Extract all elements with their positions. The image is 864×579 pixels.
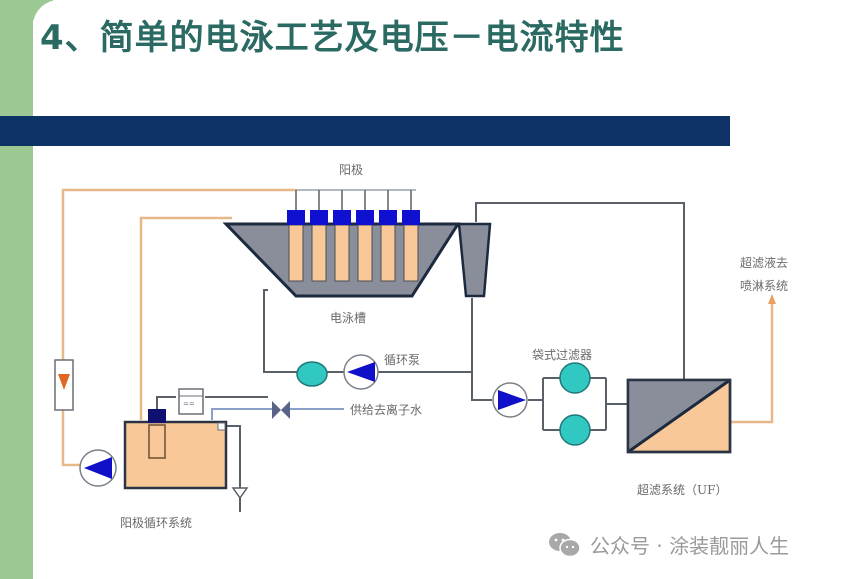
anode <box>287 210 305 282</box>
conductivity-probe-icon <box>148 409 166 459</box>
anode <box>402 210 420 282</box>
controller-box-icon: == <box>178 388 204 415</box>
label-di-water-supply: 供给去离子水 <box>350 402 422 417</box>
paint-circulation-pipes <box>156 202 685 512</box>
anolyte-tank-overflow-corner <box>217 422 226 431</box>
di-water-valve-icon <box>272 401 290 419</box>
label-circulation-pump: 循环泵 <box>384 353 420 367</box>
slide-title: 4、简单的电泳工艺及电压－电流特性 <box>40 18 625 58</box>
heat-exchanger-icon <box>296 361 328 387</box>
label-uf-permeate-line2: 喷淋系统 <box>740 279 788 293</box>
anode-circulation-pipes <box>61 188 774 467</box>
svg-text:==: == <box>183 400 195 408</box>
anode <box>356 210 374 282</box>
watermark: 公众号 · 涂装靓丽人生 <box>548 530 789 559</box>
overflow-weir <box>457 222 492 298</box>
decorative-sidebar-strip <box>0 0 33 579</box>
label-anode: 阳极 <box>339 163 363 177</box>
uf-permeate-arrow-icon <box>768 294 776 304</box>
drain-funnel-icon <box>231 487 249 500</box>
circulation-pump-icon <box>343 354 379 390</box>
filter-feed-pump-icon <box>492 382 528 418</box>
label-electrocoat-tank: 电泳槽 <box>330 311 366 325</box>
anode <box>333 210 351 282</box>
flowmeter-icon <box>54 359 74 411</box>
bag-filter-icon <box>559 362 591 394</box>
anode <box>379 210 397 282</box>
decorative-corner-mask <box>33 0 73 40</box>
bag-filter-icon <box>559 414 591 446</box>
anode-pump-icon <box>79 449 117 487</box>
anode-wires <box>295 190 412 212</box>
label-anode-circulation-system: 阳极循环系统 <box>120 516 192 530</box>
ultrafiltration-unit <box>626 378 732 454</box>
anode-array <box>287 210 420 282</box>
label-uf-system: 超滤系统（UF） <box>637 482 727 497</box>
wechat-icon <box>549 532 581 557</box>
title-underline-bar <box>0 116 730 146</box>
label-bag-filter: 袋式过滤器 <box>532 348 592 362</box>
watermark-text: 公众号 · 涂装靓丽人生 <box>590 534 790 558</box>
anolyte-tank <box>123 420 228 490</box>
label-uf-permeate-line1: 超滤液去 <box>740 255 788 270</box>
anode <box>310 210 328 282</box>
